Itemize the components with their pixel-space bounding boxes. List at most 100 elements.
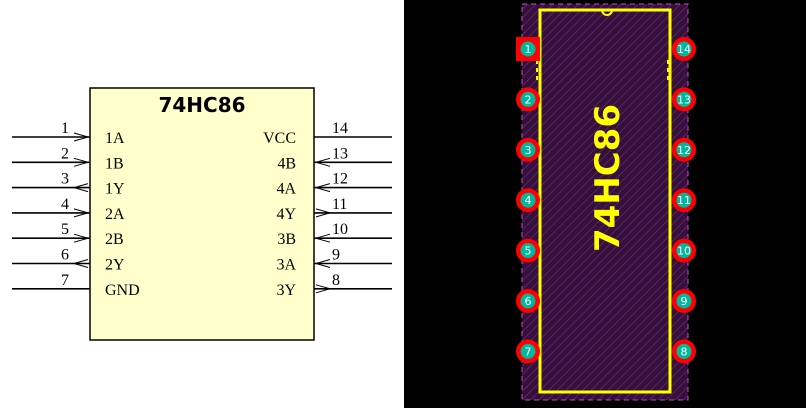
pad-8: 8 (672, 339, 696, 364)
ic-body (89, 87, 315, 341)
input-arrow-icon (314, 233, 331, 243)
pad-13: 13 (672, 87, 696, 112)
pin-number: 5 (61, 221, 69, 238)
pad-number: 11 (677, 194, 691, 207)
pad-number: 1 (525, 43, 532, 56)
pcb-label: 74HC86 (588, 104, 628, 252)
pad-hole (520, 243, 536, 259)
schematic-pin-6: 6 2Y (12, 247, 125, 274)
silkscreen-outline (538, 8, 672, 394)
pad-10: 10 (672, 238, 696, 263)
pin-number: 2 (61, 145, 69, 162)
output-arrow-icon (315, 284, 332, 294)
pad-1: 1 (516, 37, 540, 61)
pin-number: 8 (332, 272, 340, 289)
schematic-pin-4: 4 2A (12, 196, 125, 223)
left-pads: 1 2 3 4 5 6 7 (516, 37, 540, 364)
schematic-pin-3: 31Y (12, 171, 125, 198)
pin-name: 2B (105, 231, 124, 248)
pin-number: 9 (332, 247, 340, 264)
pin-name: 1B (105, 155, 124, 172)
pad-hole (676, 192, 692, 208)
pin-number: 12 (332, 171, 348, 188)
pad-number: 13 (677, 93, 691, 106)
pad-4: 4 (516, 188, 540, 213)
pin-name: 4Y (276, 206, 296, 223)
pin-name: 2Y (105, 257, 125, 274)
pad-hole (676, 293, 692, 309)
input-arrow-icon (314, 157, 331, 167)
input-arrow-icon (73, 208, 90, 218)
pin-number: 6 (61, 247, 69, 264)
pad-hole (520, 142, 536, 158)
pad-number: 6 (525, 295, 532, 308)
output-arrow-icon (72, 183, 89, 193)
pad-hole (676, 343, 692, 359)
pad-number: 5 (525, 245, 532, 258)
pad-6: 6 (516, 289, 540, 313)
pin-number: 14 (332, 120, 348, 137)
input-arrow-icon (314, 183, 331, 193)
pad-hole (520, 343, 536, 359)
right-pads: 14 13 12 11 10 9 8 (672, 37, 696, 364)
pad-14: 14 (672, 37, 696, 61)
pin-number: 10 (332, 221, 348, 238)
pad-hole (676, 91, 692, 107)
pad-hole (520, 91, 536, 107)
pad-number: 7 (525, 345, 532, 358)
pin-name: 3Y (276, 282, 296, 299)
pad-hole (520, 293, 536, 309)
pad-number: 4 (525, 194, 532, 207)
schematic-pin-2: 2 1B (12, 145, 124, 172)
input-arrow-icon (73, 233, 90, 243)
output-arrow-icon (72, 259, 89, 268)
pad-number: 8 (681, 345, 688, 358)
pad-number: 12 (677, 144, 691, 157)
pad-9: 9 (672, 289, 696, 313)
pin-number: 1 (61, 120, 69, 137)
pad-number: 9 (681, 295, 688, 308)
pin-number: 7 (61, 272, 69, 289)
pin-name: VCC (263, 130, 296, 147)
pin-name: 4A (276, 181, 296, 198)
schematic-pin-13: 13 4B (277, 145, 392, 172)
pad-number: 2 (525, 93, 532, 106)
pad-hole (676, 243, 692, 259)
pin-name: 2A (105, 206, 125, 223)
pad-7: 7 (516, 339, 540, 364)
pad-hole (676, 41, 692, 57)
input-arrow-icon (73, 157, 90, 167)
pin-name: 3A (276, 257, 296, 274)
pin1-notch (601, 9, 613, 16)
pad-11: 11 (672, 188, 696, 213)
schematic-pin-12: 12 4A (276, 171, 392, 198)
pin-number: 11 (332, 196, 347, 213)
pin-name: 4B (277, 155, 296, 172)
input-arrow-icon (314, 259, 331, 268)
pad-number: 3 (525, 144, 532, 157)
schematic-pin-11: 11 4Y (276, 196, 392, 223)
pin-number: 4 (61, 196, 69, 213)
part-name: 74HC86 (158, 93, 245, 117)
schematic-pin-5: 5 2B (12, 221, 124, 248)
pad-hole (520, 192, 536, 208)
schematic-pin-1: 11A (12, 120, 125, 147)
pin-name: 1Y (105, 181, 125, 198)
schematic-pin-9: 9 3A (276, 247, 392, 274)
pad-12: 12 (672, 137, 696, 162)
input-arrow-icon (73, 132, 90, 142)
pad-5: 5 (516, 238, 540, 263)
pin-number: 13 (332, 145, 348, 162)
output-arrow-icon (315, 208, 332, 218)
pin-name: GND (105, 282, 140, 299)
pad-3: 3 (516, 137, 540, 162)
